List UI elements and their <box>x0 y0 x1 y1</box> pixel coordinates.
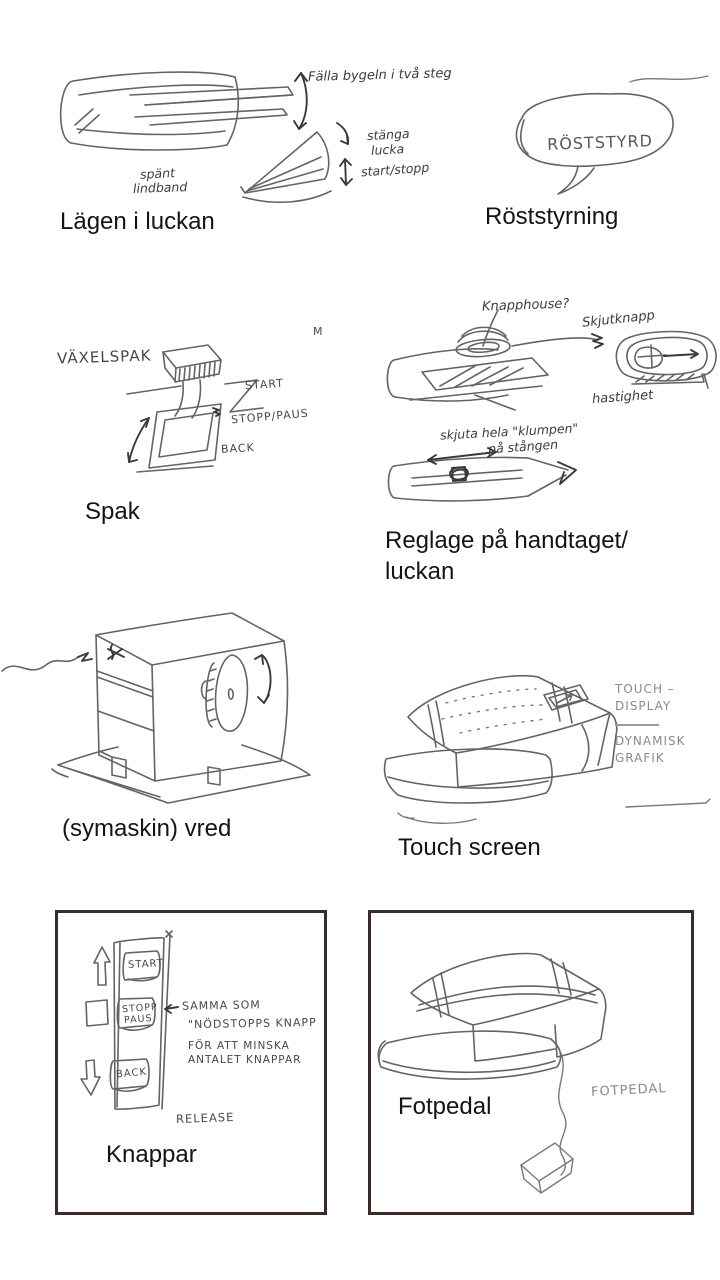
button-strip-sketch <box>80 930 179 1110</box>
note-vaxelspak: VÄXELSPAK <box>56 346 152 368</box>
caption-knappar: Knappar <box>106 1141 197 1168</box>
btn-label-paus: PAUS <box>123 1013 153 1026</box>
section-lagen-i-luckan: Fälla bygeln i två steg stänga lucka sta… <box>45 65 475 255</box>
caption-symaskin-vred: (symaskin) vred <box>62 815 232 842</box>
btn-label-start: START <box>127 958 165 971</box>
note-knapphouse: Knapphouse? <box>481 296 570 315</box>
note-samma-som-line4: ANTALET KNAPPAR <box>188 1054 302 1066</box>
note-lever-back: BACK <box>220 441 256 456</box>
display-underline <box>615 724 659 726</box>
note-touch-display-line1: TOUCH – <box>615 682 675 696</box>
caption-reglage: Reglage på handtaget/ luckan <box>385 527 628 585</box>
section-symaskin-vred: (symaskin) vred <box>0 593 340 858</box>
lever-sketch <box>126 344 264 473</box>
sewing-machine-knob-sketch <box>1 612 311 804</box>
handle-controls-sketch <box>386 309 717 502</box>
caption-spak: Spak <box>85 498 140 525</box>
roller-hatch-sketch <box>59 71 353 204</box>
section-fotpedal-box: FOTPEDAL Fotpedal <box>368 910 694 1215</box>
note-dynamisk-grafik-line1: DYNAMISK <box>615 734 686 748</box>
note-touch-display-line2: DISPLAY <box>615 699 672 713</box>
caption-roststyrning: Röststyrning <box>485 203 619 230</box>
section-reglage: Knapphouse? Skjutknapp hastighet skjuta … <box>380 296 720 600</box>
foot-pedal-machine-sketch <box>377 952 607 1194</box>
caption-touch-screen: Touch screen <box>398 834 541 861</box>
section-roststyrning: RÖSTSTYRD Röststyrning <box>460 65 715 245</box>
note-samma-som-line3: FÖR ATT MINSKA <box>188 1040 290 1052</box>
section-touch-screen: TOUCH – DISPLAY DYNAMISK GRAFIK Touch sc… <box>368 650 720 878</box>
note-lever-start: START <box>244 376 285 393</box>
note-mark-m: M <box>313 325 324 338</box>
speech-bubble-sketch <box>515 75 709 195</box>
note-close-hatch-line2: lucka <box>370 141 405 158</box>
note-samma-som-line2: "NÖDSTOPPS KNAPP <box>187 1015 317 1032</box>
section-knappar-box: START STOPP PAUS BACK SAMMA SOM "NÖDSTOP… <box>55 910 327 1215</box>
note-release: RELEASE <box>175 1109 235 1127</box>
note-strap-line2: lindband <box>132 179 188 196</box>
note-dynamisk-grafik-line2: GRAFIK <box>615 751 665 765</box>
note-samma-som-line1: SAMMA SOM <box>181 998 261 1013</box>
section-spak: VÄXELSPAK START STOPP/PAUS BACK M Spak <box>45 320 355 540</box>
caption-fotpedal: Fotpedal <box>398 1093 492 1120</box>
caption-lagen-i-luckan: Lägen i luckan <box>60 208 215 235</box>
